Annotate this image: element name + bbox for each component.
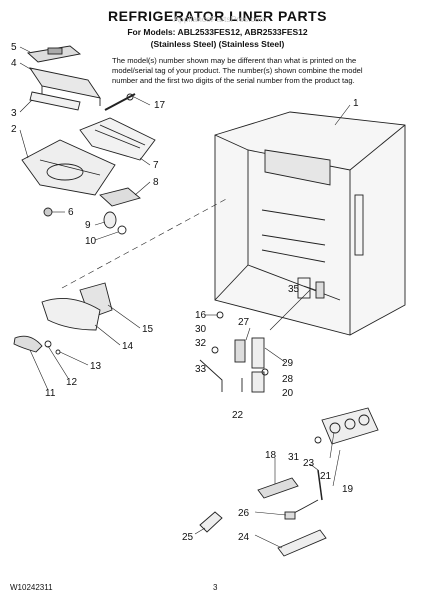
part-9-bulb — [103, 211, 117, 229]
part-13-screw — [55, 349, 61, 355]
part-14-control-cover — [41, 297, 101, 331]
callout-13: 13 — [90, 361, 102, 372]
callout-32: 32 — [195, 338, 207, 349]
callout-28: 28 — [282, 374, 294, 385]
models-line: For Models: ABL2533FES12, ABR2533FES12 — [127, 27, 308, 37]
part-19-control-assembly — [321, 407, 379, 445]
callout-3: 3 — [11, 108, 17, 119]
callout-14: 14 — [122, 341, 134, 352]
part-3-label-plate — [29, 91, 81, 111]
callout-21: 21 — [320, 471, 332, 482]
callout-27: 27 — [238, 317, 250, 328]
hinge-assembly — [199, 337, 269, 393]
callout-20: 20 — [282, 388, 294, 399]
model-note: The model(s) number shown may be differe… — [112, 56, 363, 85]
callout-16: 16 — [195, 310, 207, 321]
callout-10: 10 — [85, 236, 97, 247]
part-10-clip — [117, 225, 127, 235]
part-17-light-tool — [104, 93, 136, 111]
liner-shell — [214, 111, 406, 336]
callout-1: 1 — [353, 98, 359, 109]
callout-7: 7 — [153, 160, 159, 171]
finish-line: (Stainless Steel) (Stainless Steel) — [150, 39, 285, 49]
callout-23: 23 — [303, 458, 315, 469]
part-8-socket — [99, 187, 141, 207]
part-24-trim — [277, 529, 327, 557]
callout-layer: 1234567891011121314151617181920212223242… — [11, 42, 359, 543]
callout-5: 5 — [11, 42, 17, 53]
part-6-screw — [43, 207, 53, 217]
callout-26: 26 — [238, 508, 250, 519]
callout-2: 2 — [11, 124, 17, 135]
callout-6: 6 — [68, 207, 74, 218]
page-title: REFRIGERATOR LINER PARTS — [108, 8, 327, 24]
callout-12: 12 — [66, 377, 78, 388]
callout-33: 33 — [195, 364, 207, 375]
part-12-screw — [44, 340, 52, 348]
callout-8: 8 — [153, 177, 159, 188]
part-23-thermistor — [317, 469, 323, 501]
callout-29: 29 — [282, 358, 294, 369]
page-number: 3 — [213, 583, 218, 592]
part-5-bracket — [27, 45, 82, 63]
callout-15: 15 — [142, 324, 154, 335]
callout-19: 19 — [342, 484, 354, 495]
part-35-bracket — [315, 281, 325, 299]
part-25-bulb — [199, 511, 223, 533]
part-26-harness — [284, 499, 319, 520]
callout-17: 17 — [154, 100, 166, 111]
callout-18: 18 — [265, 450, 277, 461]
part-2-light-housing — [21, 139, 116, 196]
part-18-switch — [257, 477, 299, 499]
part-21-screw — [314, 436, 322, 444]
callout-30: 30 — [195, 324, 207, 335]
part-4-housing — [29, 67, 101, 106]
doc-number: W10242311 — [10, 583, 53, 592]
callout-9: 9 — [85, 220, 91, 231]
callout-4: 4 — [11, 58, 17, 69]
part-7-light-cover — [79, 117, 156, 161]
watermark: AppliancePartsPros.com — [173, 14, 267, 24]
callout-22: 22 — [232, 410, 244, 421]
part-11-lens — [13, 335, 43, 353]
callout-25: 25 — [182, 532, 194, 543]
callout-35: 35 — [288, 284, 300, 295]
callout-11: 11 — [45, 388, 56, 399]
alignment-line — [61, 197, 229, 289]
callout-31: 31 — [288, 452, 300, 463]
leader-lines — [19, 46, 351, 549]
callout-24: 24 — [238, 532, 250, 543]
